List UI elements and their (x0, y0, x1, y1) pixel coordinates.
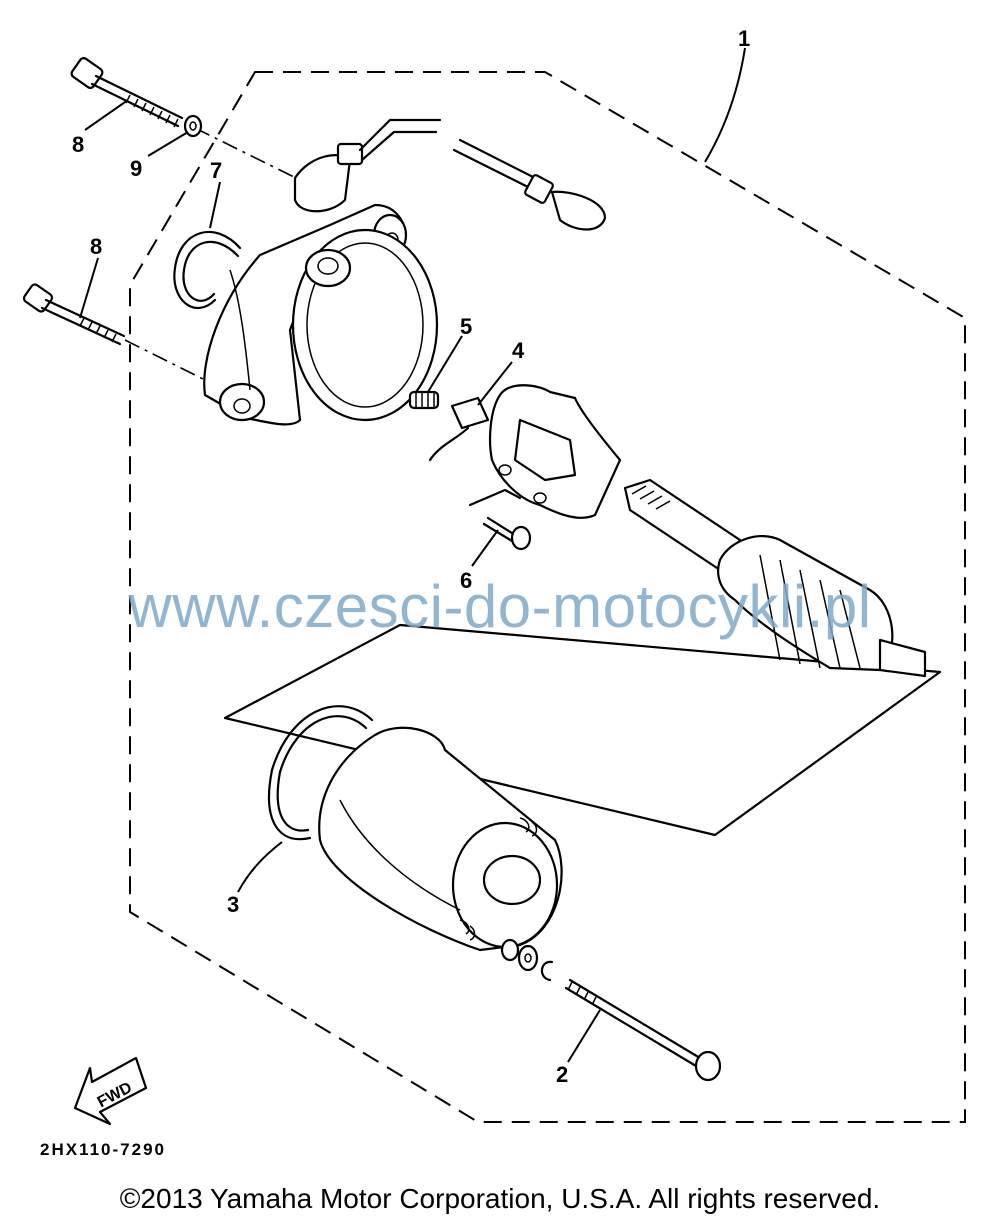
watermark: www.czesci-do-motocykli.pl (128, 573, 872, 640)
leader-1 (704, 47, 746, 163)
leader-2 (567, 1009, 601, 1063)
rear-washer-b (517, 944, 539, 972)
copyright-notice: ©2013 Yamaha Motor Corporation, U.S.A. A… (119, 1183, 881, 1214)
brush-plate-screw (482, 516, 532, 551)
leader-9 (147, 131, 189, 157)
brush (428, 396, 490, 462)
callout-2: 2 (556, 1062, 568, 1087)
o-ring-rear (267, 705, 374, 841)
o-ring-front (173, 230, 242, 310)
diagram-code: 2HX110-7290 (40, 1140, 166, 1159)
lead-wire (293, 118, 607, 231)
callout-7: 7 (210, 158, 222, 183)
leader-8a (84, 99, 129, 131)
leader-6 (471, 529, 499, 567)
callout-6: 6 (460, 568, 472, 593)
callout-8-upper: 8 (72, 132, 84, 157)
yoke-assembly (318, 726, 563, 952)
callout-9: 9 (130, 156, 142, 181)
callout-1: 1 (738, 26, 750, 51)
leader-5 (427, 335, 463, 393)
rear-washer-a (500, 938, 520, 962)
callout-5: 5 (460, 314, 472, 339)
front-cover (203, 203, 439, 426)
callout-3: 3 (227, 892, 239, 917)
alignment-line-mid (124, 339, 206, 381)
leader-8b (79, 257, 99, 319)
callout-8-lower: 8 (90, 234, 102, 259)
leader-4 (477, 361, 513, 406)
armature-group-outline (223, 623, 942, 837)
callout-4: 4 (512, 338, 525, 363)
assembly-boundary (129, 71, 966, 1123)
brush-holder-plate (468, 384, 622, 519)
bolt-upper (70, 57, 184, 128)
bolt-lower (22, 283, 126, 346)
through-bolt (564, 978, 722, 1082)
brush-spring (408, 390, 440, 410)
leader-3 (237, 841, 283, 893)
leader-7 (209, 181, 221, 229)
alignment-line-top (194, 127, 301, 181)
armature (623, 478, 927, 678)
rear-clip (540, 960, 554, 982)
fwd-arrow: FWD (73, 1056, 148, 1126)
washer (183, 114, 203, 138)
